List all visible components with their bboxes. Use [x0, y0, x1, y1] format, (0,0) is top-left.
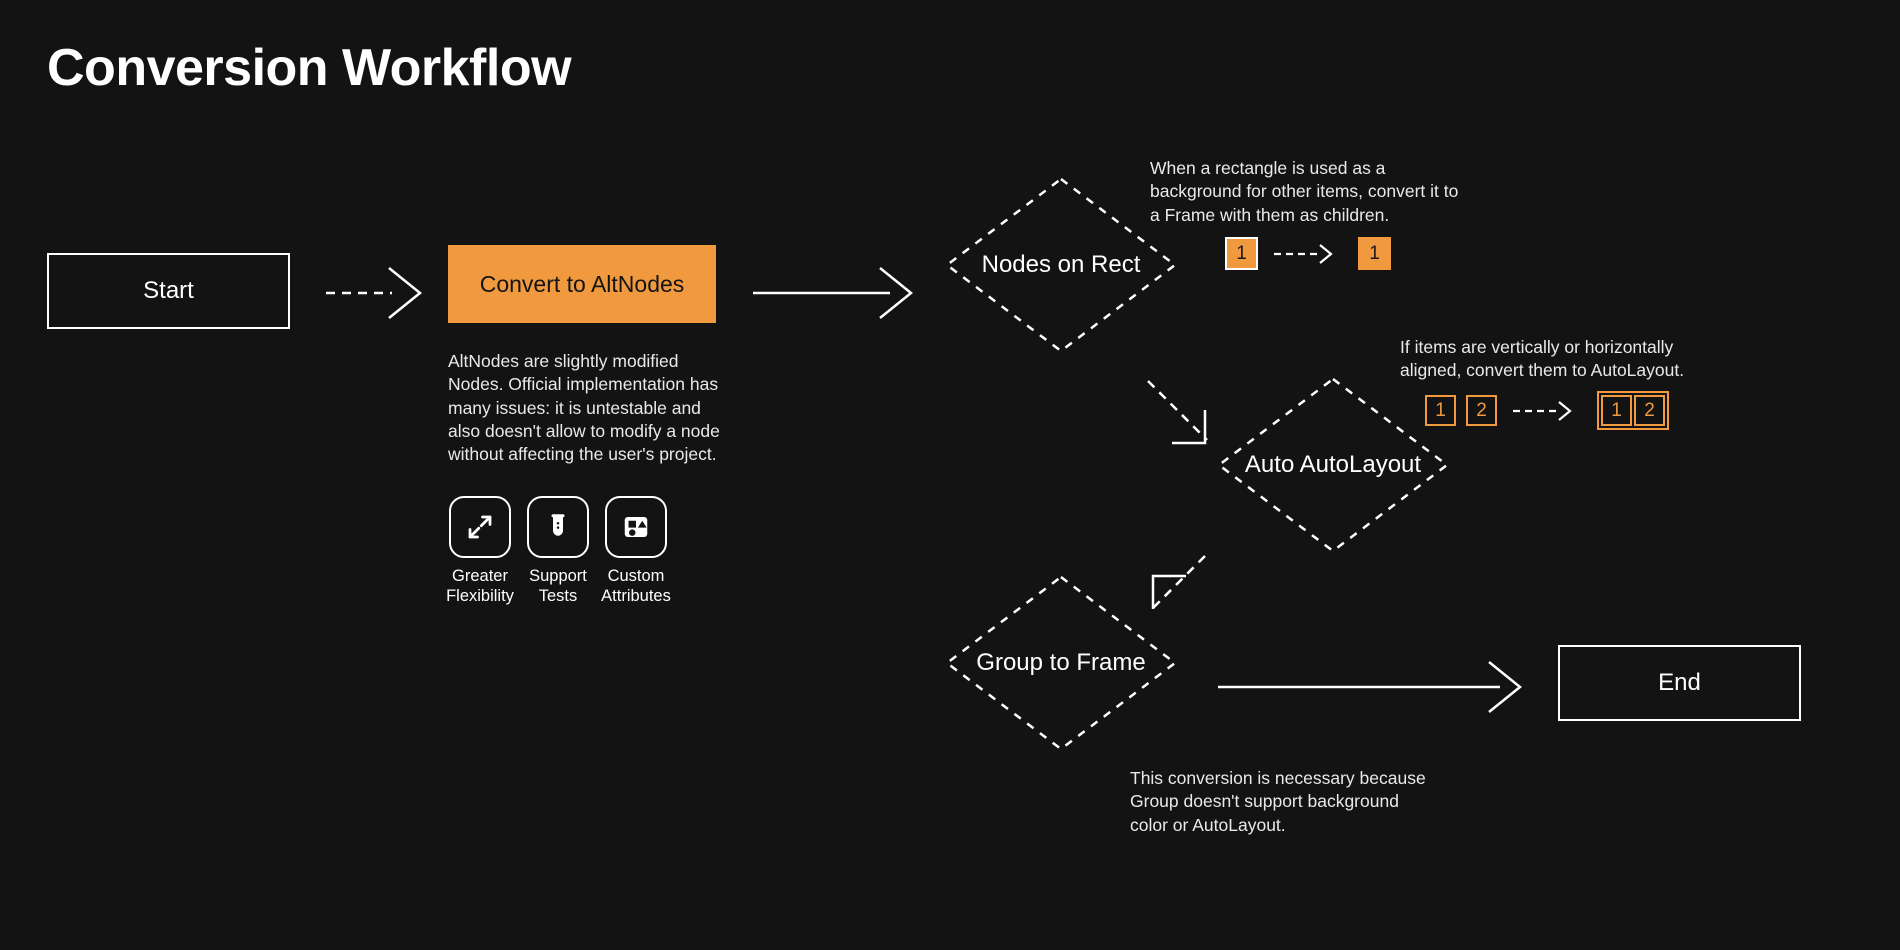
- feature-label-line1: Custom: [607, 567, 665, 586]
- feature-label-line1: Greater: [452, 567, 508, 586]
- feature-greater-flexibility: Greater Flexibility: [446, 496, 514, 607]
- node-group-to-frame[interactable]: Group to Frame: [943, 573, 1179, 753]
- feature-list: Greater Flexibility Support Tests: [446, 496, 720, 607]
- node-auto-autolayout[interactable]: Auto AutoLayout: [1215, 375, 1451, 555]
- badge-before-2: 2: [1466, 395, 1497, 426]
- connector-nodesonrect-to-autolayout: [1147, 380, 1208, 445]
- expand-arrows-icon: [449, 496, 511, 559]
- test-tube-icon: [527, 496, 589, 559]
- altnodes-description-text: AltNodes are slightly modified Nodes. Of…: [448, 351, 720, 465]
- connector-grouptoframe-to-end: [1218, 661, 1522, 713]
- badge-before-1: 1: [1225, 237, 1258, 270]
- feature-greater-flexibility-label: Greater Flexibility: [446, 567, 514, 607]
- connector-start-to-convert: [326, 267, 422, 319]
- page-title: Conversion Workflow: [47, 39, 572, 97]
- altnodes-description-block: AltNodes are slightly modified Nodes. Of…: [446, 350, 720, 607]
- badge-example-autolayout: 1 2 1 2: [1425, 391, 1669, 430]
- connector-convert-to-nodesonrect: [753, 267, 913, 319]
- badge-before-1: 1: [1425, 395, 1456, 426]
- mini-arrow-icon: [1513, 400, 1572, 421]
- feature-support-tests: Support Tests: [526, 496, 590, 607]
- badge-before-group: 1 2: [1425, 395, 1497, 426]
- feature-support-tests-label: Support Tests: [529, 567, 587, 607]
- node-group-to-frame-label: Group to Frame: [976, 649, 1146, 676]
- feature-custom-attributes: Custom Attributes: [601, 496, 671, 607]
- feature-label-line2: Attributes: [601, 587, 671, 606]
- node-start[interactable]: Start: [47, 253, 290, 329]
- node-convert-to-altnodes[interactable]: Convert to AltNodes: [448, 245, 716, 323]
- feature-label-line1: Support: [529, 567, 587, 586]
- node-auto-autolayout-label: Auto AutoLayout: [1244, 451, 1422, 478]
- badge-after-1: 1: [1601, 395, 1632, 426]
- annotation-auto-autolayout: If items are vertically or horizontally …: [1400, 337, 1685, 381]
- annotation-group-to-frame: This conversion is necessary because Gro…: [1130, 768, 1426, 835]
- badge-after-1: 1: [1358, 237, 1391, 270]
- badge-example-rect: 1 1: [1225, 237, 1391, 270]
- node-end[interactable]: End: [1558, 645, 1801, 721]
- annotation-nodes-on-rect: When a rectangle is used as a background…: [1150, 158, 1459, 225]
- mini-arrow-icon: [1274, 243, 1333, 264]
- feature-custom-attributes-label: Custom Attributes: [601, 567, 671, 607]
- feature-label-line2: Tests: [538, 587, 578, 606]
- badge-after-autolayout-frame: 1 2: [1597, 391, 1669, 430]
- badge-after-2: 2: [1634, 395, 1665, 426]
- shapes-attributes-icon: [605, 496, 667, 559]
- node-end-label: End: [1658, 669, 1701, 696]
- node-nodes-on-rect[interactable]: Nodes on Rect: [943, 175, 1179, 355]
- node-convert-label: Convert to AltNodes: [479, 270, 685, 297]
- node-start-label: Start: [143, 277, 194, 304]
- feature-label-line2: Flexibility: [446, 587, 514, 606]
- node-nodes-on-rect-label: Nodes on Rect: [981, 251, 1141, 278]
